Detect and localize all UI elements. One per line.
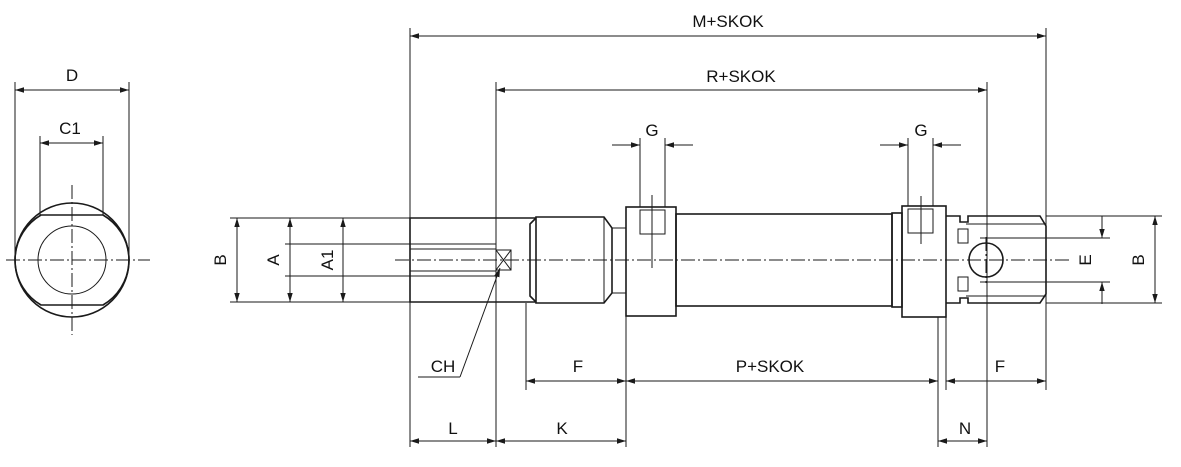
label-A1: A1 <box>318 250 337 271</box>
label-D: D <box>66 66 78 85</box>
dim-CH-leader <box>459 267 501 378</box>
front-nut <box>625 206 677 317</box>
label-G-left: G <box>645 121 658 140</box>
label-CH: CH <box>431 357 456 376</box>
label-B-left: B <box>211 254 230 265</box>
label-N: N <box>959 419 971 438</box>
label-M-SKOK: M+SKOK <box>692 12 764 31</box>
label-C1: C1 <box>59 119 81 138</box>
label-A: A <box>264 254 283 266</box>
dimensions <box>230 28 1162 447</box>
dimension-labels: M+SKOK R+SKOK P+SKOK D C1 G G B A A1 E B… <box>59 12 1148 438</box>
label-G-right: G <box>914 121 927 140</box>
label-L: L <box>448 419 457 438</box>
label-K: K <box>556 419 568 438</box>
rear-nut <box>901 205 947 318</box>
end-view-flats <box>14 214 130 306</box>
label-F-left: F <box>573 357 583 376</box>
end-view <box>6 82 150 335</box>
label-F-right: F <box>995 357 1005 376</box>
label-B-right: B <box>1129 254 1148 265</box>
label-E: E <box>1076 254 1095 265</box>
label-R-SKOK: R+SKOK <box>706 67 776 86</box>
label-P-SKOK: P+SKOK <box>736 357 805 376</box>
